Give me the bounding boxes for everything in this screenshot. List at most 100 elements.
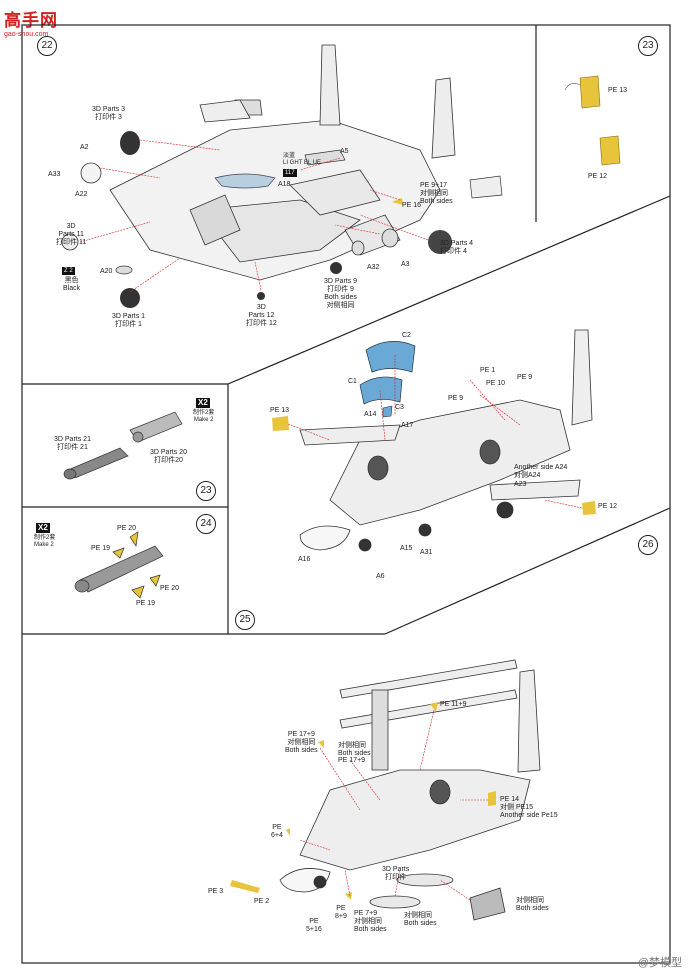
a3-part [381, 228, 399, 248]
step24-make2-badge: X2 [36, 523, 50, 533]
canopy-c1 [359, 376, 403, 405]
a32-part [351, 240, 365, 256]
step24-pe19a-label: PE 19 [91, 545, 111, 552]
step23a-pe-parts [564, 75, 621, 166]
a18-label: A18 [278, 181, 291, 188]
step26-helicopter [299, 329, 593, 552]
step23-make2-badge: X2 [196, 398, 210, 408]
color-number-badge: Z 2 [62, 267, 75, 275]
divider-diagonal-top [227, 195, 671, 385]
step24-pe20b-label: PE 20 [160, 585, 180, 592]
part1-wheel [120, 288, 140, 308]
part12 [257, 292, 265, 300]
pe16-label: PE 16 [402, 202, 422, 209]
step26-pe13-label: PE 13 [270, 407, 290, 414]
a5-part [304, 149, 346, 166]
pe16-part [392, 198, 403, 205]
a5-label: A5 [340, 148, 349, 155]
part3-engine [120, 131, 140, 155]
c1-label: C1 [348, 378, 357, 385]
pe1-label: PE 1 [480, 367, 496, 374]
step22-fuselage [109, 44, 456, 281]
right-exhaust-part [469, 175, 503, 199]
step-26-number: 26 [638, 535, 658, 555]
c2-label: C2 [402, 332, 411, 339]
step-23-number-left: 23 [196, 481, 216, 501]
step25-pe-parts [230, 702, 496, 900]
pe119-label: PE 11+9 [440, 701, 467, 708]
a15-label: A15 [400, 545, 413, 552]
a14-label: A14 [364, 411, 377, 418]
step25-helicopter [279, 659, 541, 921]
pe179b-label: PE 17+9 [338, 757, 366, 764]
pe3-label: PE 3 [208, 888, 224, 895]
c3-label: C3 [395, 404, 404, 411]
step-24-number: 24 [196, 514, 216, 534]
a3-label: A3 [401, 261, 410, 268]
a20-label: A20 [100, 268, 113, 275]
pe9a-label: PE 9 [517, 374, 533, 381]
part4-engine [428, 230, 452, 254]
step-23-number-right: 23 [638, 36, 658, 56]
a20-part [115, 265, 133, 275]
step-25-number: 25 [235, 610, 255, 630]
step23-pe12-label: PE 12 [588, 173, 608, 180]
step24-pe20a-label: PE 20 [117, 525, 137, 532]
canopy-c2 [365, 341, 416, 373]
pe13-part [272, 416, 289, 431]
light-blue-part [214, 173, 276, 189]
step26-pe12-label: PE 12 [598, 503, 618, 510]
watermark: @梦模型 [637, 957, 682, 969]
a17-label: A17 [401, 422, 414, 429]
step22-guides [79, 139, 429, 293]
a22-label: A22 [75, 191, 88, 198]
divider-diagonal-bottom [384, 507, 671, 635]
part11 [61, 233, 79, 251]
light-blue-en-label: LI GHT BL UE [283, 160, 322, 166]
a2-label: A2 [80, 144, 89, 151]
canopy-c3 [382, 405, 393, 418]
a23-label: A23 [514, 481, 527, 488]
pe9b-label: PE 9 [448, 395, 464, 402]
part9 [330, 262, 342, 274]
a6-label: A6 [376, 573, 385, 580]
pe10-label: PE 10 [486, 380, 506, 387]
light-blue-cn-label: 淡蓝 [283, 153, 296, 159]
page-frame [21, 24, 671, 964]
pe2-label: PE 2 [254, 898, 270, 905]
step-22-number: 22 [37, 36, 57, 56]
step23-pe13-label: PE 13 [608, 87, 628, 94]
step24-missile [74, 531, 164, 599]
a33-label: A33 [48, 171, 61, 178]
step25-guides [299, 709, 488, 901]
a16-label: A16 [298, 556, 311, 563]
a31-label: A31 [420, 549, 433, 556]
a33-part [80, 162, 102, 184]
a32-label: A32 [367, 264, 380, 271]
step26-guides [287, 355, 583, 509]
